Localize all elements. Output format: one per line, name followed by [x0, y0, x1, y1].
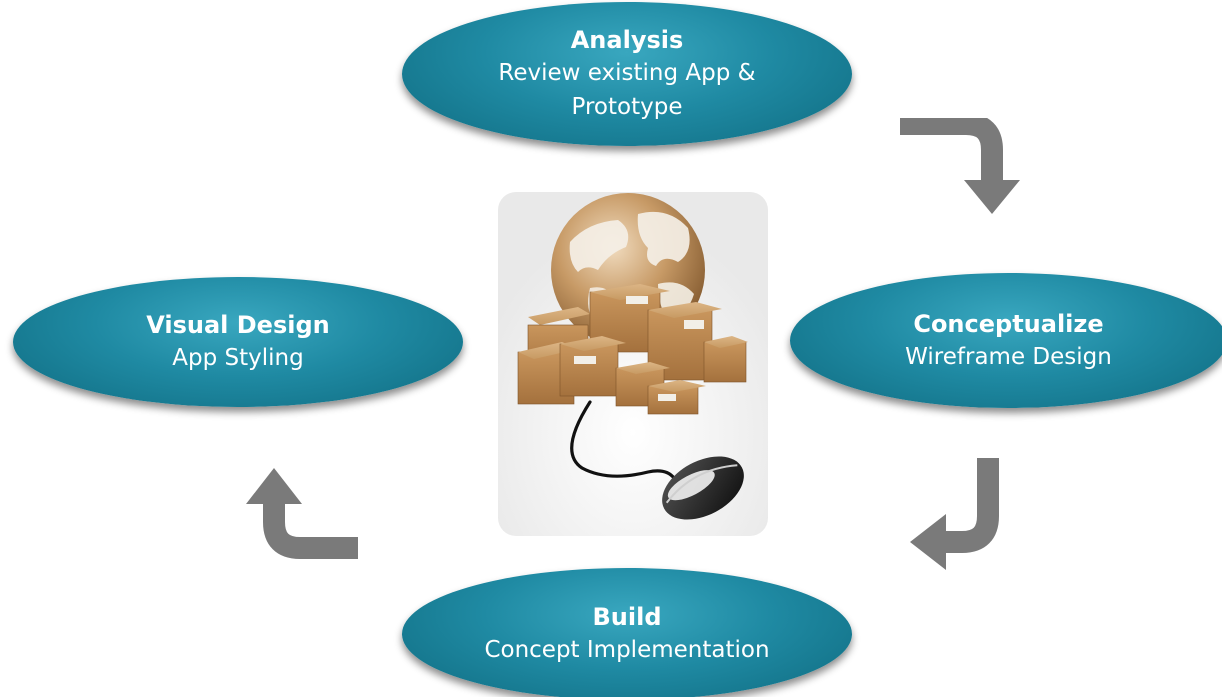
cardboard-boxes: [517, 284, 748, 415]
curved-arrow-icon: [910, 458, 999, 570]
node-subtitle: Review existing App & Prototype: [498, 60, 756, 120]
node-subtitle: App Styling: [172, 345, 304, 371]
curved-arrow-icon: [246, 468, 358, 559]
mouse-cable: [570, 400, 676, 480]
analysis-node: Analysis Review existing App & Prototype: [402, 2, 852, 146]
curved-arrow-icon: [900, 118, 1020, 214]
build-node: Build Concept Implementation: [402, 568, 852, 697]
node-title: Build: [592, 603, 662, 631]
node-subtitle: Concept Implementation: [484, 637, 770, 663]
node-title: Analysis: [570, 26, 684, 54]
node-title: Visual Design: [146, 311, 330, 339]
node-title: Conceptualize: [913, 309, 1104, 338]
visual-design-node: Visual Design App Styling: [13, 277, 463, 407]
globe-boxes-mouse-illustration: [498, 192, 768, 536]
node-subtitle: Wireframe Design: [905, 343, 1112, 370]
computer-mouse: [662, 456, 744, 520]
conceptualize-node: Conceptualize Wireframe Design: [790, 273, 1222, 408]
